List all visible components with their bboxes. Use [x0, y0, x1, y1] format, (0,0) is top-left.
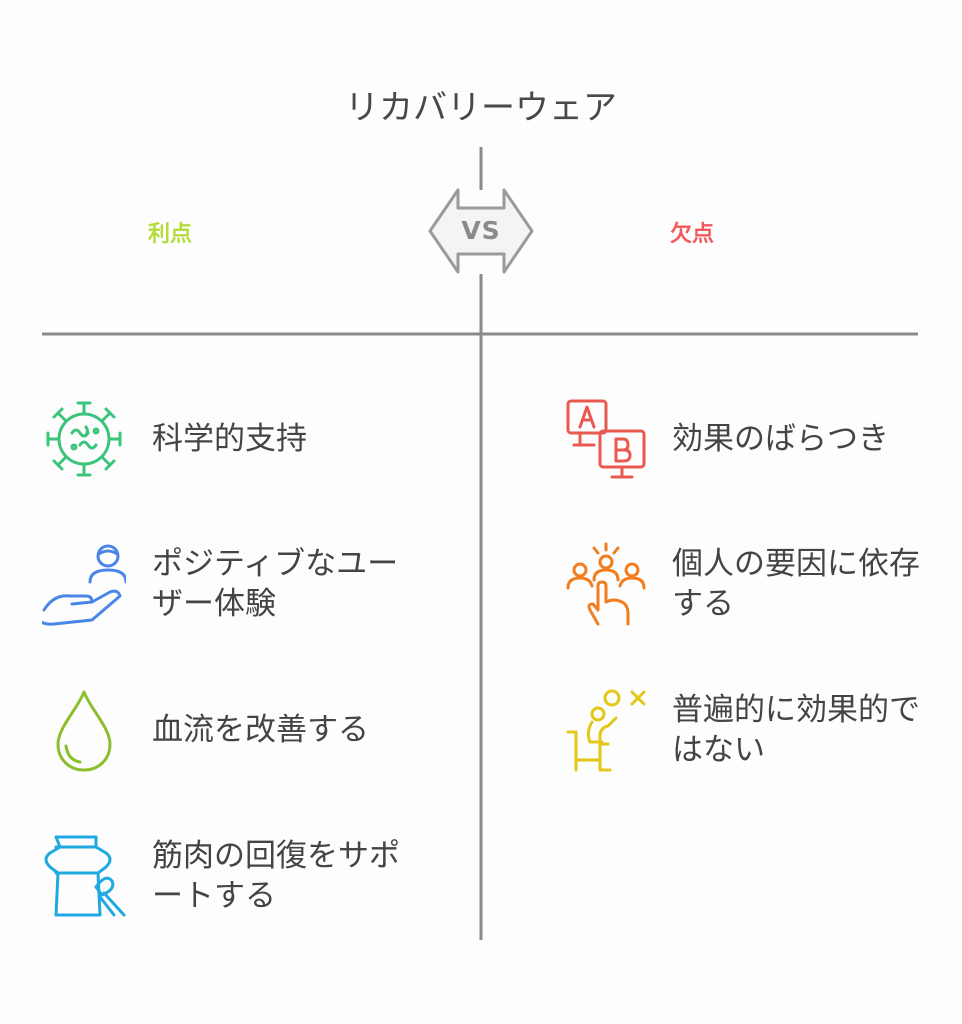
cons-item-2-text: 個人の要因に依存する — [672, 546, 920, 622]
diagram-title: リカバリーウェア — [345, 88, 617, 128]
person-decision-icon — [564, 688, 648, 772]
pros-item-1-text: 科学的支持 — [152, 421, 307, 457]
pot-brush-icon — [42, 833, 126, 917]
cons-item-1-text: 効果のばらつき — [672, 421, 889, 457]
double-arrow-icon — [428, 188, 534, 274]
pros-item-4-text: 筋肉の回復をサポートする — [152, 838, 400, 914]
pros-item-2-text: ポジティブなユーザー体験 — [152, 546, 399, 622]
vs-label: VS — [461, 216, 501, 245]
group-choice-icon — [564, 542, 648, 626]
water-drop-icon — [42, 688, 126, 772]
virus-icon — [42, 397, 126, 481]
pros-heading: 利点 — [148, 222, 193, 247]
vs-badge: VS — [428, 186, 534, 276]
ab-test-icon — [564, 397, 648, 481]
pros-item-3-text: 血流を改善する — [152, 712, 369, 748]
hand-user-icon — [42, 542, 126, 626]
cons-item-3-text: 普遍的に効果的ではない — [672, 692, 920, 768]
cons-heading: 欠点 — [670, 222, 715, 247]
